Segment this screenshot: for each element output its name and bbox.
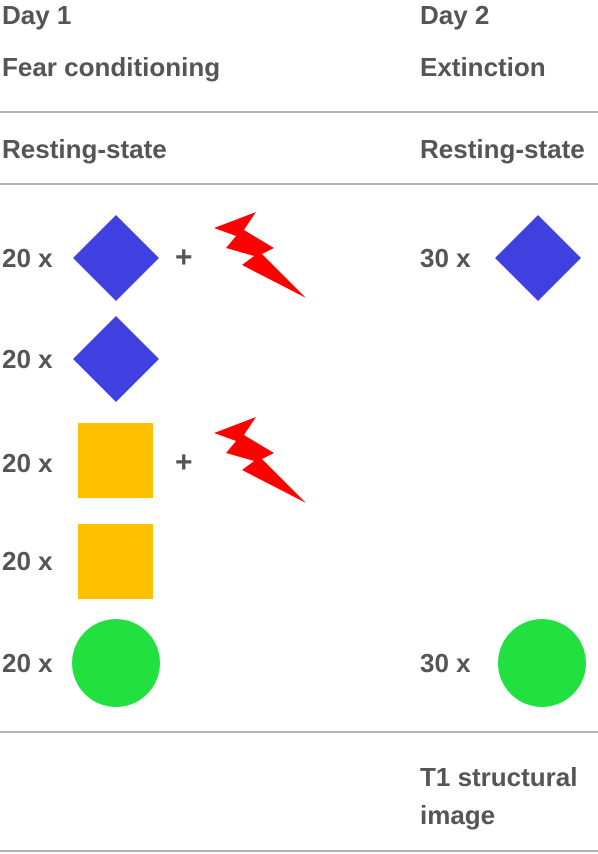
- day1-row2-count: 20 x: [2, 344, 53, 374]
- day1-phase: Fear conditioning: [2, 52, 221, 82]
- day2-row1-count: 30 x: [420, 243, 471, 273]
- divider-top: [0, 111, 598, 113]
- plus-sign: +: [175, 446, 193, 479]
- day2-row2-count: 30 x: [420, 648, 471, 678]
- divider-bottom: [0, 850, 598, 852]
- day1-baseline: Resting-state: [2, 134, 167, 164]
- lightning-bolt-icon: [214, 417, 306, 503]
- diamond-icon: [495, 215, 581, 301]
- circle-icon: [72, 619, 160, 707]
- day1-row4-count: 20 x: [2, 546, 53, 576]
- day1-label: Day 1: [2, 0, 72, 30]
- diamond-icon: [73, 215, 159, 301]
- circle-icon: [498, 619, 586, 707]
- plus-sign: +: [175, 241, 193, 274]
- day1-row5-count: 20 x: [2, 648, 53, 678]
- lightning-bolt-icon: [214, 212, 306, 298]
- day2-baseline: Resting-state: [420, 134, 585, 164]
- divider-baseline: [0, 183, 598, 185]
- day2-phase: Extinction: [420, 52, 546, 82]
- day2-structural: T1 structural image: [420, 762, 578, 830]
- divider-bottom-stimuli: [0, 731, 598, 733]
- day1-row3-count: 20 x: [2, 448, 53, 478]
- diamond-icon: [73, 316, 159, 402]
- day1-row1-count: 20 x: [2, 243, 53, 273]
- day2-label: Day 2: [420, 0, 490, 30]
- square-icon: [78, 524, 153, 599]
- square-icon: [78, 423, 153, 498]
